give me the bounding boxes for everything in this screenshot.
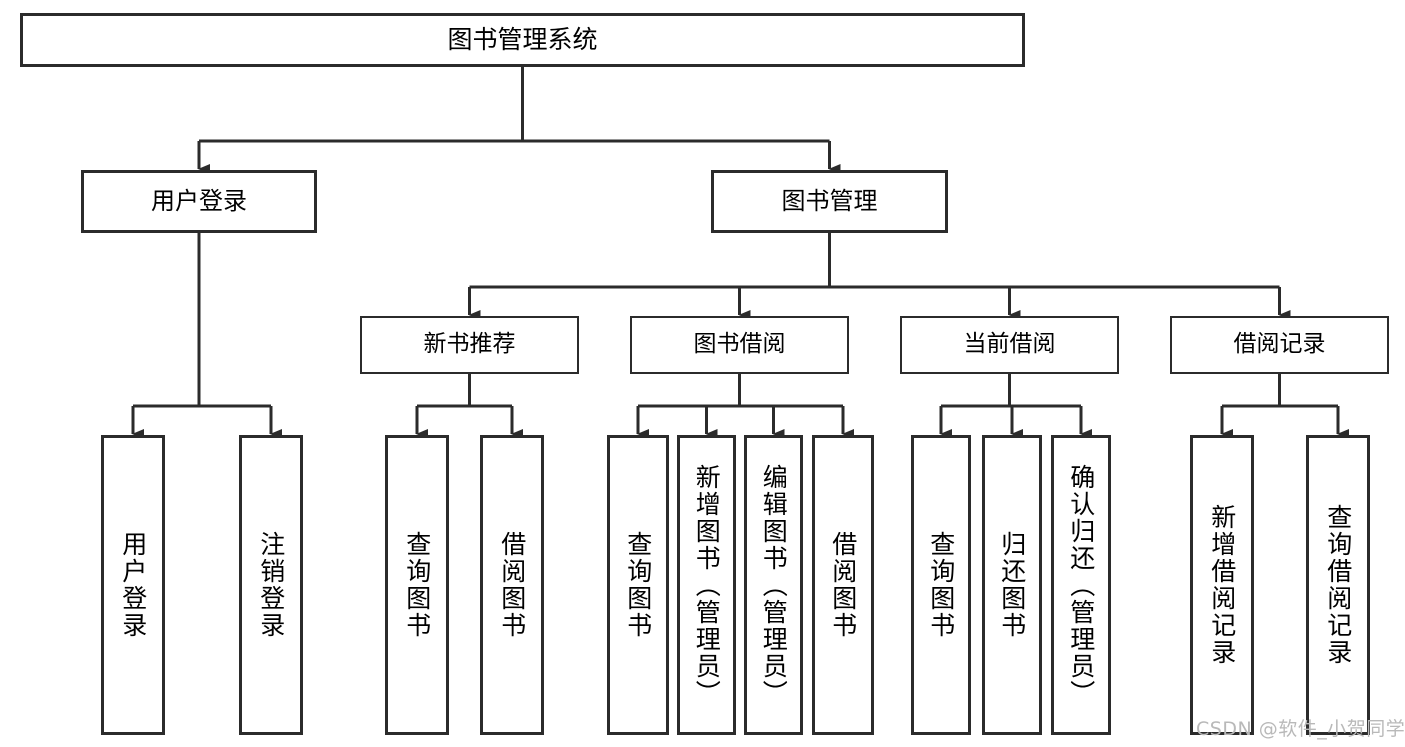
node-current-borrow[interactable]: 当前借阅	[900, 316, 1119, 374]
node-book-borrow[interactable]: 图书借阅	[630, 316, 849, 374]
node-label: 当前借阅	[963, 331, 1056, 358]
node-label: 查询图书	[402, 531, 432, 639]
node-label: 借阅图书	[497, 531, 527, 639]
node-leaf-add-borrow-record[interactable]: 新增借阅记录	[1190, 435, 1254, 735]
node-borrow-record[interactable]: 借阅记录	[1170, 316, 1389, 374]
node-label: 新增图书（管理员）	[692, 463, 722, 707]
node-book-manage[interactable]: 图书管理	[711, 170, 948, 233]
node-label: 图书管理系统	[447, 25, 598, 55]
node-leaf-user-logout-action[interactable]: 注销登录	[239, 435, 303, 735]
node-leaf-return-book[interactable]: 归还图书	[982, 435, 1042, 735]
node-new-book-recommend[interactable]: 新书推荐	[360, 316, 579, 374]
node-user-login[interactable]: 用户登录	[81, 170, 317, 233]
node-label: 编辑图书（管理员）	[759, 463, 789, 707]
node-label: 注销登录	[256, 531, 286, 639]
node-label: 确认归还（管理员）	[1066, 463, 1096, 707]
csdn-watermark: CSDN @软件_小贺同学	[1196, 718, 1405, 740]
node-leaf-add-book-admin[interactable]: 新增图书（管理员）	[677, 435, 736, 735]
node-label: 新增借阅记录	[1207, 504, 1237, 666]
node-label: 用户登录	[118, 531, 148, 639]
node-leaf-confirm-return-admin[interactable]: 确认归还（管理员）	[1051, 435, 1111, 735]
node-label: 归还图书	[997, 531, 1027, 639]
node-leaf-user-login-action[interactable]: 用户登录	[101, 435, 165, 735]
node-leaf-query-books-current[interactable]: 查询图书	[911, 435, 971, 735]
node-label: 新书推荐	[423, 331, 516, 358]
node-label: 借阅图书	[828, 531, 858, 639]
node-leaf-query-books-borrow[interactable]: 查询图书	[607, 435, 669, 735]
node-root-system[interactable]: 图书管理系统	[20, 13, 1025, 67]
node-label: 图书借阅	[693, 331, 786, 358]
node-label: 图书管理	[781, 187, 878, 216]
node-leaf-query-books-recommend[interactable]: 查询图书	[385, 435, 449, 735]
node-leaf-edit-book-admin[interactable]: 编辑图书（管理员）	[744, 435, 803, 735]
node-label: 用户登录	[151, 187, 247, 216]
node-leaf-query-borrow-record[interactable]: 查询借阅记录	[1306, 435, 1370, 735]
node-label: 查询图书	[926, 531, 956, 639]
edge-group	[131, 67, 1349, 439]
node-leaf-borrow-book-action[interactable]: 借阅图书	[812, 435, 874, 735]
node-label: 查询图书	[623, 531, 653, 639]
node-label: 查询借阅记录	[1323, 504, 1353, 666]
node-leaf-borrow-books-recommend[interactable]: 借阅图书	[480, 435, 544, 735]
node-label: 借阅记录	[1233, 331, 1326, 358]
